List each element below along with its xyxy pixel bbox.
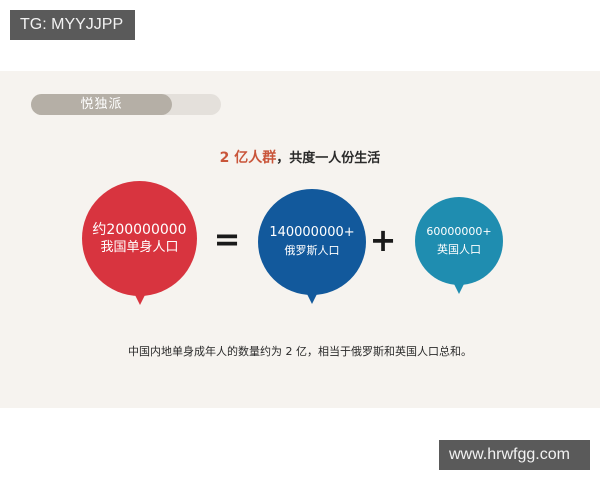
bubble-russia: 140000000+ 俄罗斯人口: [258, 189, 366, 304]
bubble-number: 60000000+: [426, 225, 492, 238]
bubble-china-singles: 约200000000 我国单身人口: [82, 181, 197, 305]
tag-pill: 悦独派: [31, 94, 172, 115]
bubble-label: 我国单身人口: [100, 239, 179, 255]
caption: 中国内地单身成年人的数量约为 2 亿，相当于俄罗斯和英国人口总和。: [128, 345, 472, 358]
headline: 2 亿人群，共度一人份生活: [0, 150, 600, 167]
bubble-uk: 60000000+ 英国人口: [415, 197, 503, 294]
bubble-label: 英国人口: [437, 243, 481, 256]
headline-accent: 2 亿人群: [219, 150, 277, 166]
bubble-number: 140000000+: [269, 225, 355, 240]
bubble-number: 约200000000: [92, 221, 187, 238]
watermark-top: TG: MYYJJPP: [10, 10, 135, 40]
headline-rest: ，共度一人份生活: [276, 151, 381, 166]
watermark-bottom: www.hrwfgg.com: [439, 440, 590, 470]
equals-sign: =: [213, 220, 241, 258]
plus-sign: +: [369, 221, 397, 259]
bubble-label: 俄罗斯人口: [284, 244, 340, 257]
